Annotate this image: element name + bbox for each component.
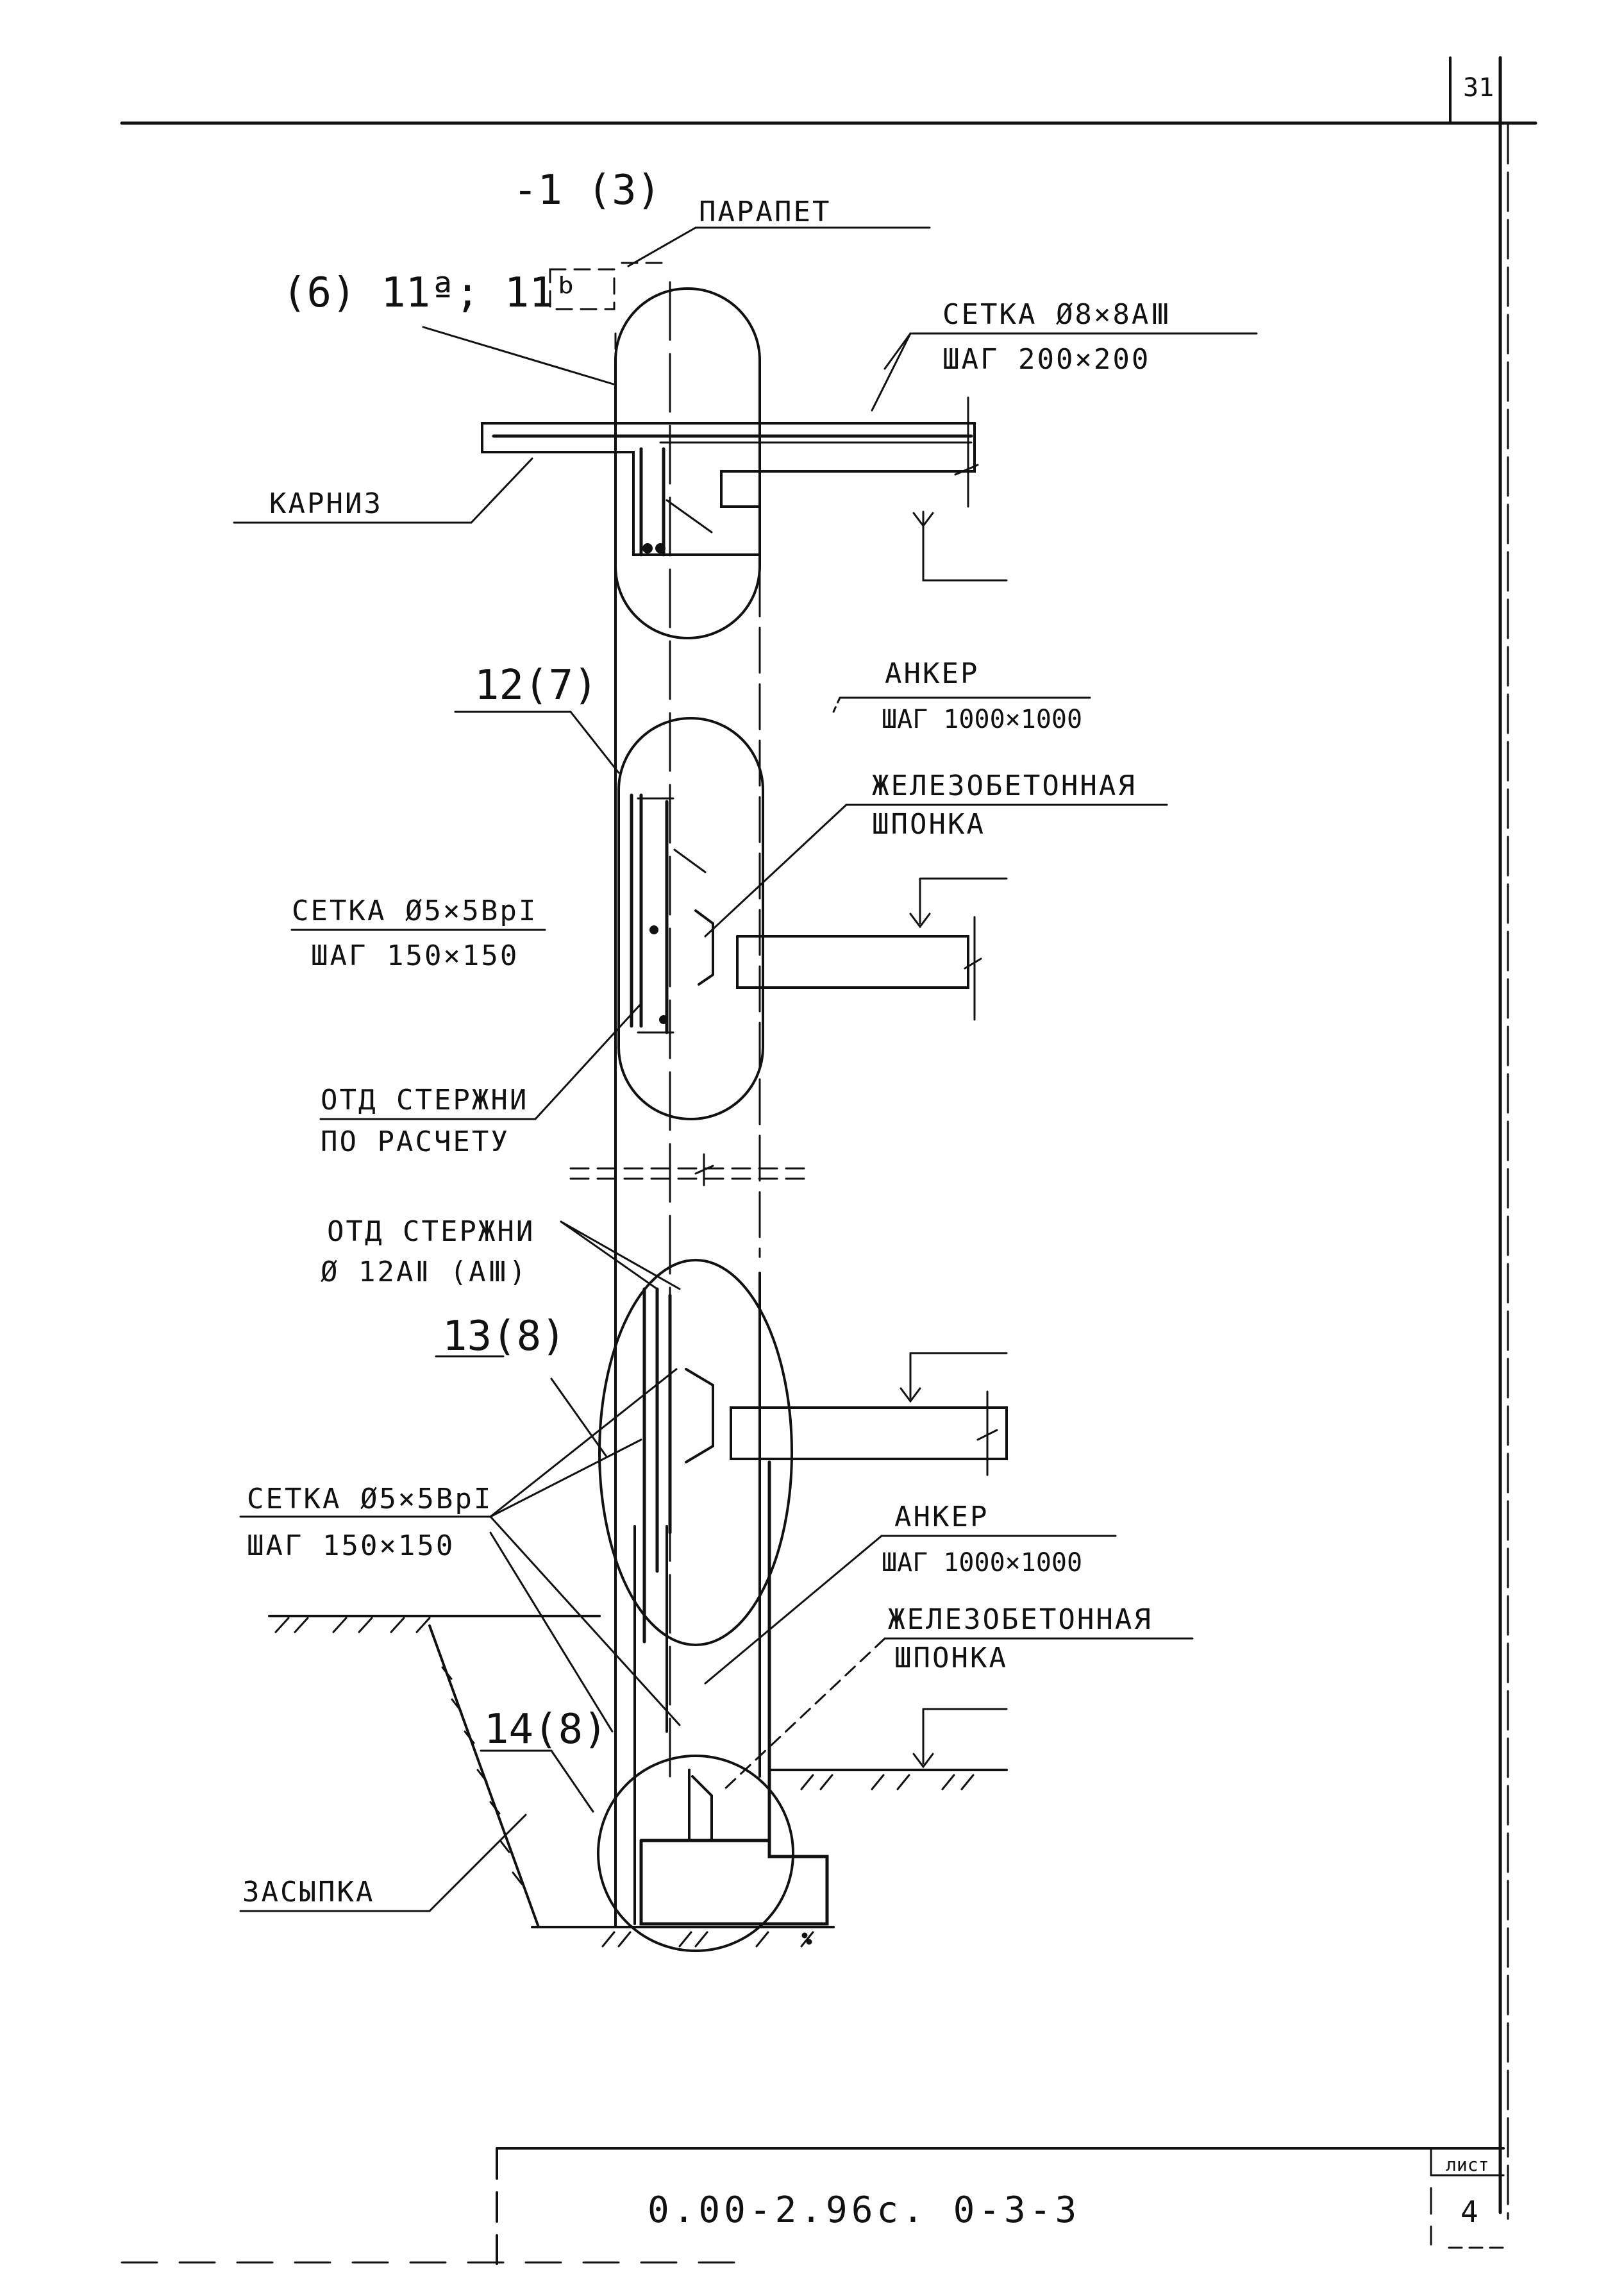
node-14-label: 14(8)	[484, 1706, 608, 1753]
callout-node-13	[598, 1259, 793, 1646]
cornice-label: КАРНИЗ	[269, 487, 383, 520]
rods-12-line-1: ОТД СТЕРЖНИ	[327, 1215, 535, 1248]
rods-12-line-2: Ø 12АⅡ (АⅢ)	[321, 1256, 528, 1288]
node-13-label: 13(8)	[442, 1313, 566, 1360]
anchor-1-line-1: АНКЕР	[885, 657, 979, 690]
drawing-code: 0.00-2.96с. 0-3-3	[648, 2189, 1080, 2231]
anchor-2-line-1: АНКЕР	[894, 1501, 989, 1533]
callout-node-14	[597, 1755, 794, 1952]
page-number: 31	[1463, 73, 1494, 103]
key-1-line-1: ЖЕЛЕЗОБЕТОННАЯ	[872, 770, 1137, 802]
ground-hatching	[274, 1617, 975, 1948]
wall-panel	[569, 281, 809, 1928]
mesh-mid-line-2: ШАГ 150×150	[311, 939, 519, 972]
parapet-label: ПАРАПЕТ	[699, 196, 831, 228]
mesh-low-line-1: СЕТКА Ø5×5ВрI	[247, 1483, 492, 1515]
rods-calc-line-1: ОТД СТЕРЖНИ	[321, 1084, 528, 1116]
callout-node-12	[617, 717, 764, 1120]
key-2-line-1: ЖЕЛЕЗОБЕТОННАЯ	[888, 1603, 1153, 1636]
sheet-frame	[120, 56, 1537, 2220]
callout-node-11	[614, 287, 761, 639]
mesh-top-line-2: ШАГ 200×200	[942, 343, 1150, 376]
foundation	[268, 1615, 1008, 1928]
list-label: лист	[1446, 2154, 1489, 2175]
key-1-line-2: ШПОНКА	[872, 808, 985, 841]
anchor-2-line-2: ШАГ 1000×1000	[882, 1548, 1082, 1578]
backfill-label: ЗАСЫПКА	[242, 1876, 374, 1908]
floor-slab-low	[633, 1287, 1008, 1925]
anchor-1-line-2: ШАГ 1000×1000	[882, 705, 1082, 734]
leader-lines	[233, 226, 1258, 1912]
node-1-label: -1 (3)	[513, 167, 661, 214]
floor-slab-mid	[630, 793, 1008, 1034]
roof-slab	[481, 396, 1008, 582]
detail-callouts	[597, 287, 794, 1952]
key-2-line-2: ШПОНКА	[894, 1642, 1008, 1674]
mesh-low-line-2: ШАГ 150×150	[247, 1529, 455, 1562]
node-11-label: (6) 11ª; 11ᵇ	[282, 269, 578, 317]
title-block	[121, 2147, 1505, 2265]
mesh-top-line-1: СЕТКА Ø8×8АⅢ	[942, 298, 1172, 331]
list-number: 4	[1461, 2194, 1478, 2229]
node-12-label: 12(7)	[474, 662, 598, 709]
mesh-mid-line-1: СЕТКА Ø5×5ВрI	[292, 895, 537, 927]
rods-calc-line-2: ПО РАСЧЕТУ	[321, 1125, 510, 1158]
